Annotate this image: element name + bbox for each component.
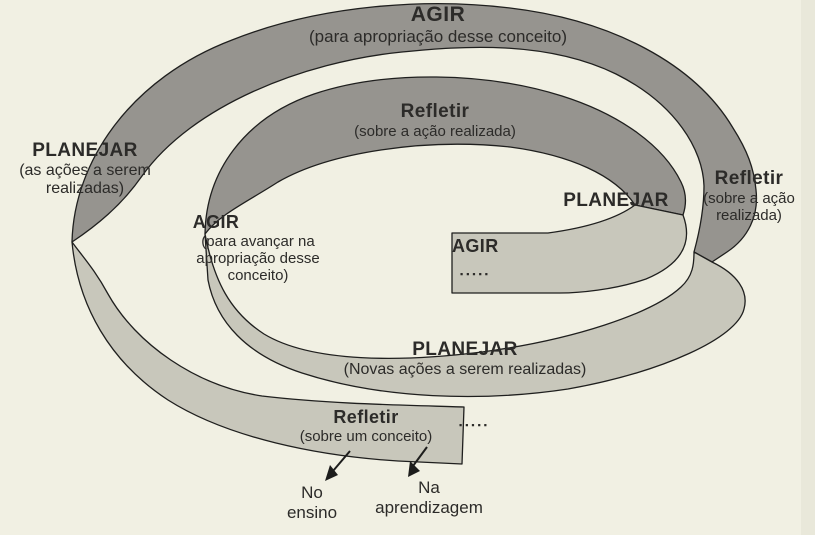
left-planejar-line1: (as ações a serem	[19, 161, 151, 179]
right-refletir-line1: (sobre a ação	[703, 189, 795, 207]
label-center-planejar: PLANEJAR	[550, 190, 682, 212]
label-top-agir: AGIR (para apropriação desse conceito)	[268, 3, 608, 47]
label-mid-agir: AGIR (para avançar na apropriação desse …	[160, 212, 356, 284]
bottom-refletir-dots: ▪▪▪▪▪	[459, 420, 490, 430]
scan-edge-shade	[801, 0, 815, 535]
right-refletir-title: Refletir	[714, 168, 784, 189]
label-right-refletir: Refletir (sobre a ação realizada)	[682, 168, 815, 224]
inner-agir-title: AGIR	[452, 236, 499, 256]
mid-agir-line1: (para avançar na	[201, 232, 315, 250]
left-planejar-line2: realizadas)	[45, 180, 125, 198]
mid-agir-line3: conceito)	[227, 267, 289, 285]
label-bottom-refletir: Refletir (sobre um conceito)	[270, 407, 462, 445]
label-inner-agir: AGIR ▪▪▪▪▪	[452, 236, 572, 279]
label-na-aprendizagem: Na aprendizagem	[356, 478, 502, 517]
inner-refletir-subtitle: (sobre a ação realizada)	[354, 122, 516, 140]
left-planejar-title: PLANEJAR	[32, 140, 138, 161]
mid-agir-line2: apropriação desse	[196, 249, 320, 267]
top-agir-subtitle: (para apropriação desse conceito)	[309, 27, 567, 47]
arrow-to-na-aprendizagem	[408, 446, 428, 477]
mid-agir-title: AGIR	[192, 212, 240, 232]
label-inner-refletir: Refletir (sobre a ação realizada)	[298, 101, 572, 140]
na-aprendizagem-line2: aprendizagem	[375, 497, 483, 517]
innermost-light-band	[451, 204, 688, 294]
bottom-refletir-title: Refletir	[333, 407, 399, 427]
inner-refletir-title: Refletir	[400, 101, 470, 122]
inner-agir-dots: ▪▪▪▪▪	[460, 268, 491, 279]
center-planejar-title: PLANEJAR	[563, 190, 669, 211]
label-no-ensino: No ensino	[270, 483, 354, 522]
label-left-planejar: PLANEJAR (as ações a serem realizadas)	[0, 140, 170, 199]
bottom-refletir-subtitle: (sobre um conceito)	[299, 427, 433, 445]
outer-light-band	[71, 241, 465, 465]
label-bottom-planejar: PLANEJAR (Novas ações a serem realizadas…	[300, 339, 630, 379]
bottom-planejar-subtitle: (Novas ações a serem realizadas)	[343, 360, 587, 378]
arrow-to-no-ensino	[325, 450, 351, 481]
inner-dark-band	[204, 76, 687, 235]
outer-dark-band	[71, 3, 758, 263]
na-aprendizagem-line1: Na	[418, 478, 440, 497]
no-ensino-line2: ensino	[286, 502, 338, 522]
right-refletir-line2: realizada)	[716, 207, 782, 225]
middle-light-band	[204, 233, 746, 398]
no-ensino-line1: No	[301, 483, 323, 502]
bottom-planejar-title: PLANEJAR	[412, 339, 518, 360]
top-agir-title: AGIR	[410, 3, 466, 26]
